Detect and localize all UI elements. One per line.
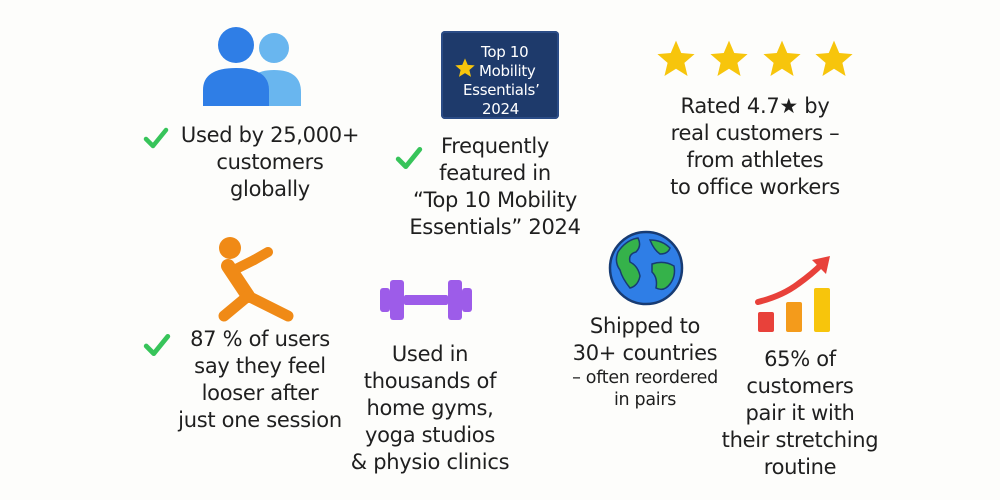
badge-desc-line: “Top 10 Mobility <box>412 188 578 212</box>
users-text: Used by 25,000+ customers globally <box>165 122 375 203</box>
dumbbell-block <box>380 278 472 322</box>
badge-line: Essentials’ <box>463 81 540 99</box>
users-block <box>195 26 315 108</box>
growth-chart-icon <box>755 256 830 332</box>
dumbbell-line: yoga studios <box>365 423 495 447</box>
badge-text: Frequently featured in “Top 10 Mobility … <box>380 133 610 241</box>
growth-line: routine <box>763 455 837 479</box>
growth-line: pair it with <box>745 401 855 425</box>
star-icon <box>657 40 695 76</box>
growth-line: 65% of <box>764 347 836 371</box>
globe-icon <box>608 230 684 306</box>
growth-text: 65% of customers pair it with their stre… <box>700 346 900 481</box>
check-icon <box>395 146 423 170</box>
rating-line: from athletes <box>686 148 824 172</box>
stretch-text: 87 % of users say they feel looser after… <box>150 326 370 434</box>
badge-line: 2024 <box>482 100 519 118</box>
dumbbell-line: Used in <box>391 342 469 366</box>
users-line: customers <box>216 150 324 174</box>
badge-line: Mobility <box>479 62 536 80</box>
growth-block <box>752 252 836 334</box>
globe-subline: in pairs <box>613 390 677 410</box>
users-line: globally <box>230 177 310 201</box>
globe-subtext: – often reordered in pairs <box>545 367 745 411</box>
dumbbell-icon <box>380 280 472 320</box>
dumbbell-line: & physio clinics <box>350 450 510 474</box>
stretching-person-icon <box>218 237 294 322</box>
users-icon <box>203 27 301 106</box>
rating-line: Rated 4.7★ by <box>680 94 830 118</box>
rating-text: Rated 4.7★ by real customers – from athl… <box>640 93 870 201</box>
growth-line: customers <box>746 374 854 398</box>
rating-stars <box>655 38 855 80</box>
globe-line: 30+ countries <box>572 341 718 365</box>
stretch-line: 87 % of users <box>190 327 330 351</box>
rating-line: real customers – <box>670 121 840 145</box>
badge-line: Top 10 <box>481 43 529 61</box>
users-line: Used by 25,000+ <box>180 123 360 147</box>
check-icon <box>143 127 169 149</box>
globe-block <box>608 230 684 306</box>
star-icon <box>710 40 748 76</box>
stretch-line: just one session <box>178 408 342 432</box>
star-icon <box>763 40 801 76</box>
stretch-line: looser after <box>201 381 319 405</box>
award-badge: Top 10 Mobility Essentials’ 2024 <box>441 31 559 119</box>
stretch-block <box>208 236 296 322</box>
stretch-line: say they feel <box>194 354 326 378</box>
dumbbell-text: Used in thousands of home gyms, yoga stu… <box>330 341 530 476</box>
globe-subline: – often reordered <box>572 368 718 388</box>
check-icon <box>143 333 171 357</box>
badge-desc-line: Essentials” 2024 <box>409 215 581 239</box>
globe-text: Shipped to 30+ countries <box>545 313 745 367</box>
badge-desc-line: Frequently <box>440 134 549 158</box>
growth-line: their stretching <box>721 428 879 452</box>
star-icon <box>455 58 475 77</box>
dumbbell-line: thousands of <box>363 369 497 393</box>
rating-line: to office workers <box>670 175 840 199</box>
dumbbell-line: home gyms, <box>366 396 494 420</box>
globe-line: Shipped to <box>589 314 701 338</box>
badge-desc-line: featured in <box>439 161 551 185</box>
star-icon <box>815 40 853 76</box>
